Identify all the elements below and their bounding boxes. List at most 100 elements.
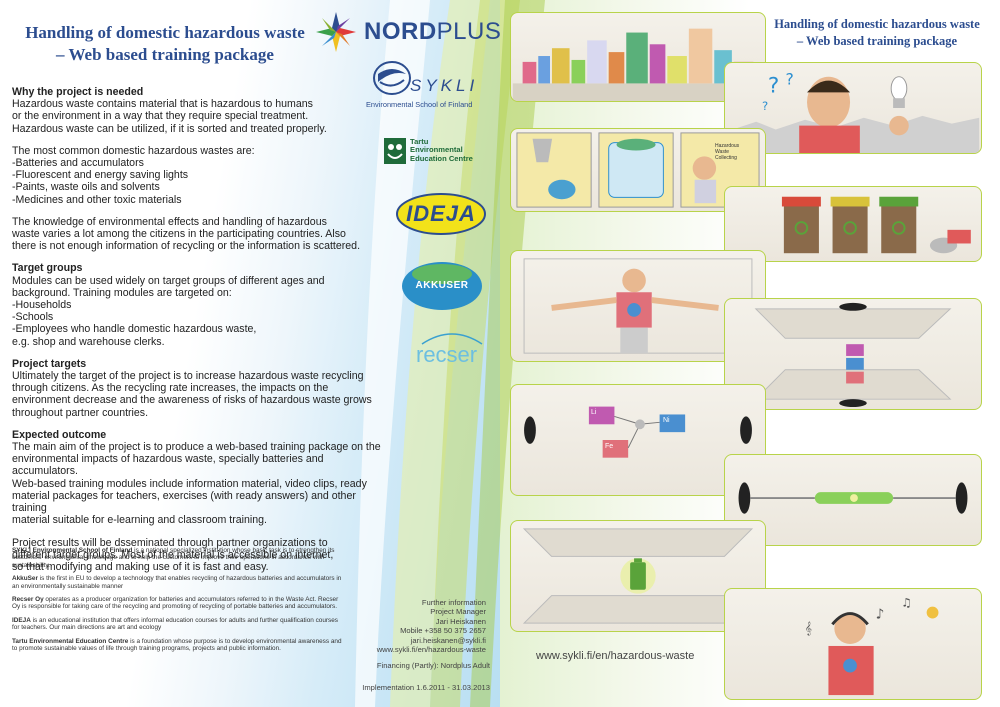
recser-arc-icon [421,333,483,345]
outcome-line: The main aim of the project is to produc… [12,441,381,454]
comic-panel-shelf [510,12,766,102]
music-person-illustration: ♪ ♫ 𝄞 [805,596,939,696]
right-title: Handling of domestic hazardous waste – W… [762,16,992,50]
partner-akkuser: AkkuSer is the first in EU to develop a … [12,575,342,590]
targets-line: Ultimately the target of the project is … [12,370,364,383]
comic-panel-glow-battery [510,520,766,632]
akkuser-badge-icon [402,262,482,310]
tartu-owl-icon [384,138,406,164]
nordplus-rest-text: PLUS [436,18,502,45]
sykli-logo: SYKLI Environmental School of Finland [366,60,500,112]
partner-ideja: IDEJA is an educational institution that… [12,616,338,632]
comic-panel-music: ♪ ♫ 𝄞 [724,588,982,700]
nordplus-logo: NORDPLUS [314,10,501,54]
sykli-swirl-icon [373,61,411,95]
contact-line: Project Manager [430,607,486,617]
tartu-line: Tartu [410,137,429,146]
target-groups-heading: Target groups [12,262,83,275]
comic-panel-cable [724,454,982,546]
nordplus-bold-text: NORD [364,18,437,45]
svg-text:𝄞: 𝄞 [805,621,812,635]
logo-column: NORDPLUS SYKLI Environmental School of F… [316,0,501,400]
glowing-battery-illustration [522,528,754,624]
tartu-line: Education Centre [410,153,473,163]
waste-list-item: -Fluorescent and energy saving lights [12,169,189,182]
sykli-subtitle: Environmental School of Finland [366,100,473,109]
targets-line: environment decrease and the awareness o… [12,394,372,407]
target-line: Modules can be used widely on target gro… [12,274,325,287]
akkuser-text: AKKUSER [415,280,469,291]
website-link[interactable]: www.sykli.fi/en/hazardous-waste [536,650,695,662]
partner-recser: Recser Oy operates as a producer organiz… [12,596,339,611]
sykli-name: SYKLI [410,76,479,95]
right-title-line-1: Handling of domestic hazardous waste [774,17,980,31]
target-line: -Schools [12,311,54,324]
comic-strip-illustration [516,132,760,208]
knowledge-line: there is not enough information of recyc… [12,240,361,253]
svg-text:?: ? [786,70,794,89]
svg-text:?: ? [768,73,779,98]
financing-note: Financing (Partly): Nordplus Adult [376,661,490,670]
why-line: Hazardous waste contains material that i… [12,98,313,111]
waste-list-item: -Paints, waste oils and solvents [12,181,160,194]
right-title-line-2: – Web based training package [796,34,958,48]
target-line: background. Training modules are targete… [12,286,232,299]
results-line: different target groups. Most of the mat… [12,548,334,561]
comic-panel-person [510,250,766,362]
tartu-logo: Tartu Environmental Education Centre [384,136,494,170]
targets-line: through citizens. As the recycling rate … [12,382,329,395]
implementation-dates: Implementation 1.6.2011 - 31.03.2013 [362,683,490,692]
why-heading: Why the project is needed [12,86,144,98]
target-line: -Employees who handle domestic hazardous… [12,323,257,336]
contact-website[interactable]: www.sykli.fi/en/hazardous-waste [376,645,486,655]
cable-battery-illustration [738,482,968,514]
contact-email[interactable]: jari.heiskanen@sykli.fi [410,635,486,645]
title-line-2: – Web based training package [56,45,274,64]
main-body: Why the project is needed Hazardous wast… [12,86,392,573]
title-line-1: Handling of domestic hazardous waste [25,23,305,42]
partner-sykli: SYKLI Environmental School of Finland is… [12,547,335,569]
svg-text:?: ? [762,99,768,113]
nordplus-star-icon [316,12,356,52]
shelf-illustration [512,28,764,101]
waste-list-item: -Medicines and other toxic materials [12,193,182,206]
thinking-person-illustration: ? ? ? [726,70,980,153]
recser-logo: recser [412,326,492,372]
knowledge-line: waste varies a lot among the citizens in… [12,228,346,241]
outcome-line: material packages for teachers, exercise… [12,489,356,515]
contact-phone: Mobile +358 50 375 2657 [400,626,486,636]
outcome-line: Web-based training modules include infor… [12,477,367,490]
comic-panel-batteries: Li Fe Ni [510,384,766,496]
svg-text:♪: ♪ [876,606,885,622]
comic-panel-thinking: ? ? ? [724,62,982,154]
partner-descriptions: SYKLI Environmental School of Finland is… [12,547,342,658]
battery-stack-illustration [754,302,952,408]
battery-label-li: Li [591,409,597,416]
expected-outcome-heading: Expected outcome [12,428,107,441]
battery-label-fe: Fe [605,443,614,450]
comic-caption: Hazardous Waste Collecting [715,143,740,161]
target-line: -Households [12,299,72,312]
why-line: or the environment in a way that they re… [12,110,309,123]
contact-line: Further information [421,598,486,607]
connected-batteries-illustration [524,406,752,458]
ideja-badge-icon [396,193,486,235]
outcome-line: environmental impacts of hazardous waste… [12,453,324,478]
knowledge-line: The knowledge of environmental effects a… [12,215,327,228]
comic-panel-bins [724,186,982,262]
results-line: so that modifying and making use of it i… [12,560,269,573]
recycling-bins-illustration [781,196,971,254]
tartu-line: Environmental [410,145,463,155]
targets-line: throughout partner countries. [12,406,149,419]
project-targets-heading: Project targets [12,357,87,370]
waste-list-intro: The most common domestic hazardous waste… [12,144,255,157]
comic-panel-battery-stack [724,298,982,410]
waste-list-item: -Batteries and accumulators [12,157,144,170]
comic-panel-strip: Hazardous Waste Collecting [510,128,766,212]
akkuser-logo: AKKUSER [400,260,484,312]
why-line: Hazardous waste can be utilized, if it i… [12,122,327,135]
recser-text: recser [416,342,478,367]
target-line: e.g. shop and warehouse clerks. [12,335,165,348]
svg-text:♫: ♫ [901,596,912,610]
ideja-logo: IDEJA [396,192,486,236]
